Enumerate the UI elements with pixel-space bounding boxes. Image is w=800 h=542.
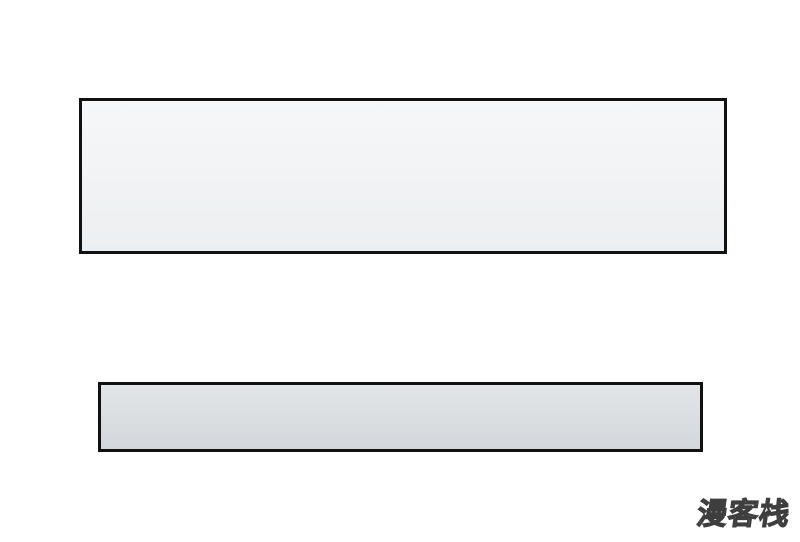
site-watermark: 漫客栈	[694, 496, 793, 532]
top-panel	[79, 98, 727, 254]
bottom-panel	[98, 382, 703, 452]
